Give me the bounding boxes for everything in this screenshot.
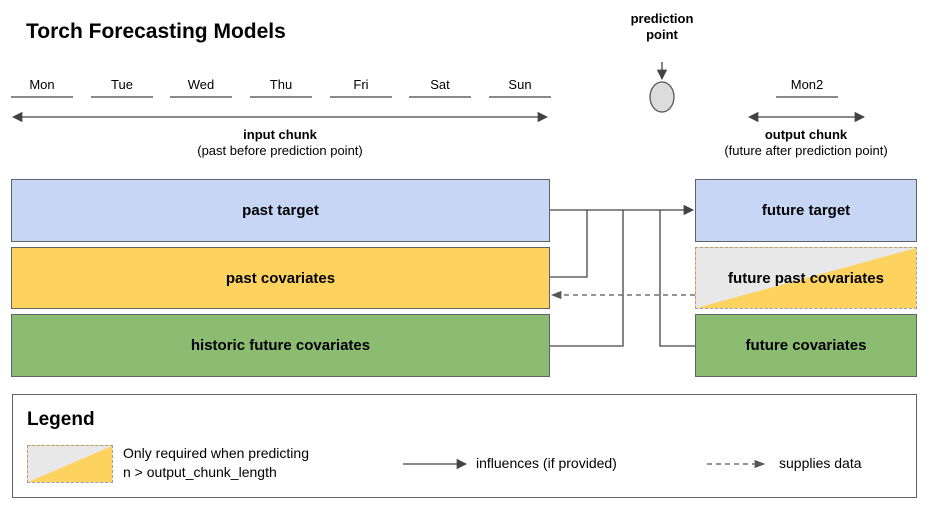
output-chunk-label: output chunk (future after prediction po…: [706, 127, 906, 159]
day-label-tue: Tue: [111, 77, 133, 92]
legend-required-text: Only required when predicting n > output…: [123, 444, 309, 482]
day-label-mon2: Mon2: [790, 77, 824, 92]
input-chunk-subtitle: (past before prediction point): [197, 143, 363, 158]
historic-future-covariates-label: historic future covariates: [190, 337, 371, 354]
future-past-covariates-label: future past covariates: [728, 269, 884, 287]
prediction-point-label: prediction point: [630, 11, 694, 42]
legend-supplies-text: supplies data: [779, 455, 862, 471]
legend-arrows: [403, 458, 766, 470]
influence-lines: [550, 204, 695, 347]
day-label-mon: Mon: [29, 77, 55, 92]
past-covariates-label: past covariates: [225, 269, 336, 287]
page-title: Torch Forecasting Models: [26, 20, 286, 43]
legend-title: Legend: [27, 409, 95, 430]
past-target-box: past target: [11, 179, 550, 242]
historic-future-covariates-box: historic future covariates: [11, 314, 550, 377]
legend-panel: Legend Only required when predicting n >…: [12, 394, 917, 498]
legend-required-line1: Only required when predicting: [123, 445, 309, 461]
future-covariates-label: future covariates: [745, 337, 867, 354]
day-label-fri: Fri: [353, 77, 369, 92]
day-label-wed: Wed: [187, 77, 215, 92]
future-covariates-box: future covariates: [695, 314, 917, 377]
day-label-thu: Thu: [269, 77, 293, 92]
legend-required-swatch: [27, 445, 113, 483]
prediction-point-marker: [649, 81, 675, 113]
day-label-sun: Sun: [508, 77, 532, 92]
legend-required-line2: n > output_chunk_length: [123, 464, 277, 480]
future-past-covariates-box: future past covariates: [695, 247, 917, 309]
day-label-sat: Sat: [430, 77, 450, 92]
output-chunk-subtitle: (future after prediction point): [724, 143, 888, 158]
future-target-label: future target: [761, 202, 851, 219]
output-chunk-title: output chunk: [764, 127, 848, 142]
past-covariates-box: past covariates: [11, 247, 550, 309]
past-target-label: past target: [242, 202, 319, 219]
legend-influences-text: influences (if provided): [476, 455, 617, 471]
input-chunk-title: input chunk: [243, 127, 317, 142]
future-target-box: future target: [695, 179, 917, 242]
input-chunk-label: input chunk (past before prediction poin…: [180, 127, 380, 159]
